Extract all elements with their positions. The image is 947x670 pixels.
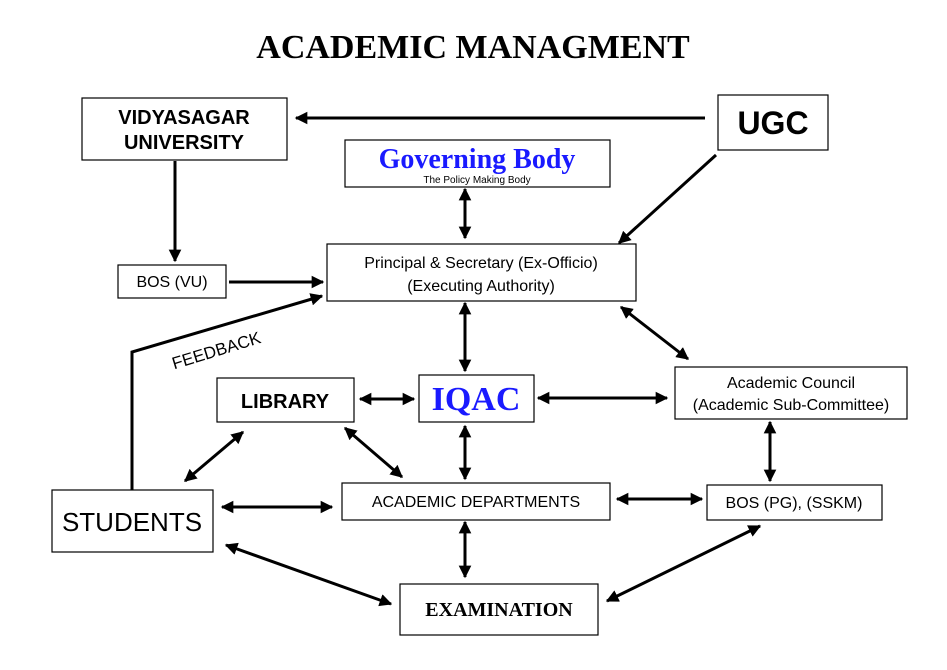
edge-feedback-students-to-principal <box>130 293 324 490</box>
library-label: LIBRARY <box>241 391 330 413</box>
edge-library-students <box>184 430 244 483</box>
students-label: STUDENTS <box>62 507 202 537</box>
governing-body-label: Governing Body <box>379 144 576 175</box>
node-ugc: UGC <box>717 94 829 151</box>
node-bos-vu: BOS (VU) <box>117 264 227 299</box>
iqac-label: IQAC <box>432 381 521 418</box>
edge-ugc-to-principal <box>617 153 718 245</box>
academic-council-label-line1: Academic Council <box>727 375 855 392</box>
edges <box>130 111 777 607</box>
bos-pg-label: BOS (PG), (SSKM) <box>726 495 863 512</box>
principal-label-line1: Principal & Secretary (Ex-Officio) <box>364 255 598 272</box>
node-examination: EXAMINATION <box>399 583 599 636</box>
ugc-label: UGC <box>737 105 808 141</box>
node-academic-departments: ACADEMIC DEPARTMENTS <box>341 482 611 521</box>
feedback-label: FEEDBACK <box>170 328 264 373</box>
diagram-title: ACADEMIC MANAGMENT <box>256 29 690 66</box>
node-governing-body: Governing Body The Policy Making Body <box>344 139 611 188</box>
node-students: STUDENTS <box>51 489 214 553</box>
edge-examination-bos-pg <box>605 524 762 603</box>
examination-label: EXAMINATION <box>425 599 573 621</box>
edge-principal-academic-council <box>620 305 689 361</box>
edge-students-examination <box>224 542 393 607</box>
node-vidyasagar-university: VIDYASAGAR UNIVERSITY <box>81 97 288 161</box>
node-principal-secretary: Principal & Secretary (Ex-Officio) (Exec… <box>326 243 637 302</box>
principal-label-line2: (Executing Authority) <box>407 278 555 295</box>
node-academic-council: Academic Council (Academic Sub-Committee… <box>674 366 908 420</box>
vu-label-line1: VIDYASAGAR <box>118 107 250 129</box>
node-bos-pg: BOS (PG), (SSKM) <box>706 484 883 521</box>
node-iqac: IQAC <box>418 374 535 423</box>
bos-vu-label: BOS (VU) <box>136 274 207 291</box>
vu-label-line2: UNIVERSITY <box>124 132 245 154</box>
academic-council-label-line2: (Academic Sub-Committee) <box>693 397 890 414</box>
node-library: LIBRARY <box>216 377 355 423</box>
edge-library-academic-departments <box>344 426 403 479</box>
governing-body-sublabel: The Policy Making Body <box>423 175 530 186</box>
academic-departments-label: ACADEMIC DEPARTMENTS <box>372 494 580 511</box>
